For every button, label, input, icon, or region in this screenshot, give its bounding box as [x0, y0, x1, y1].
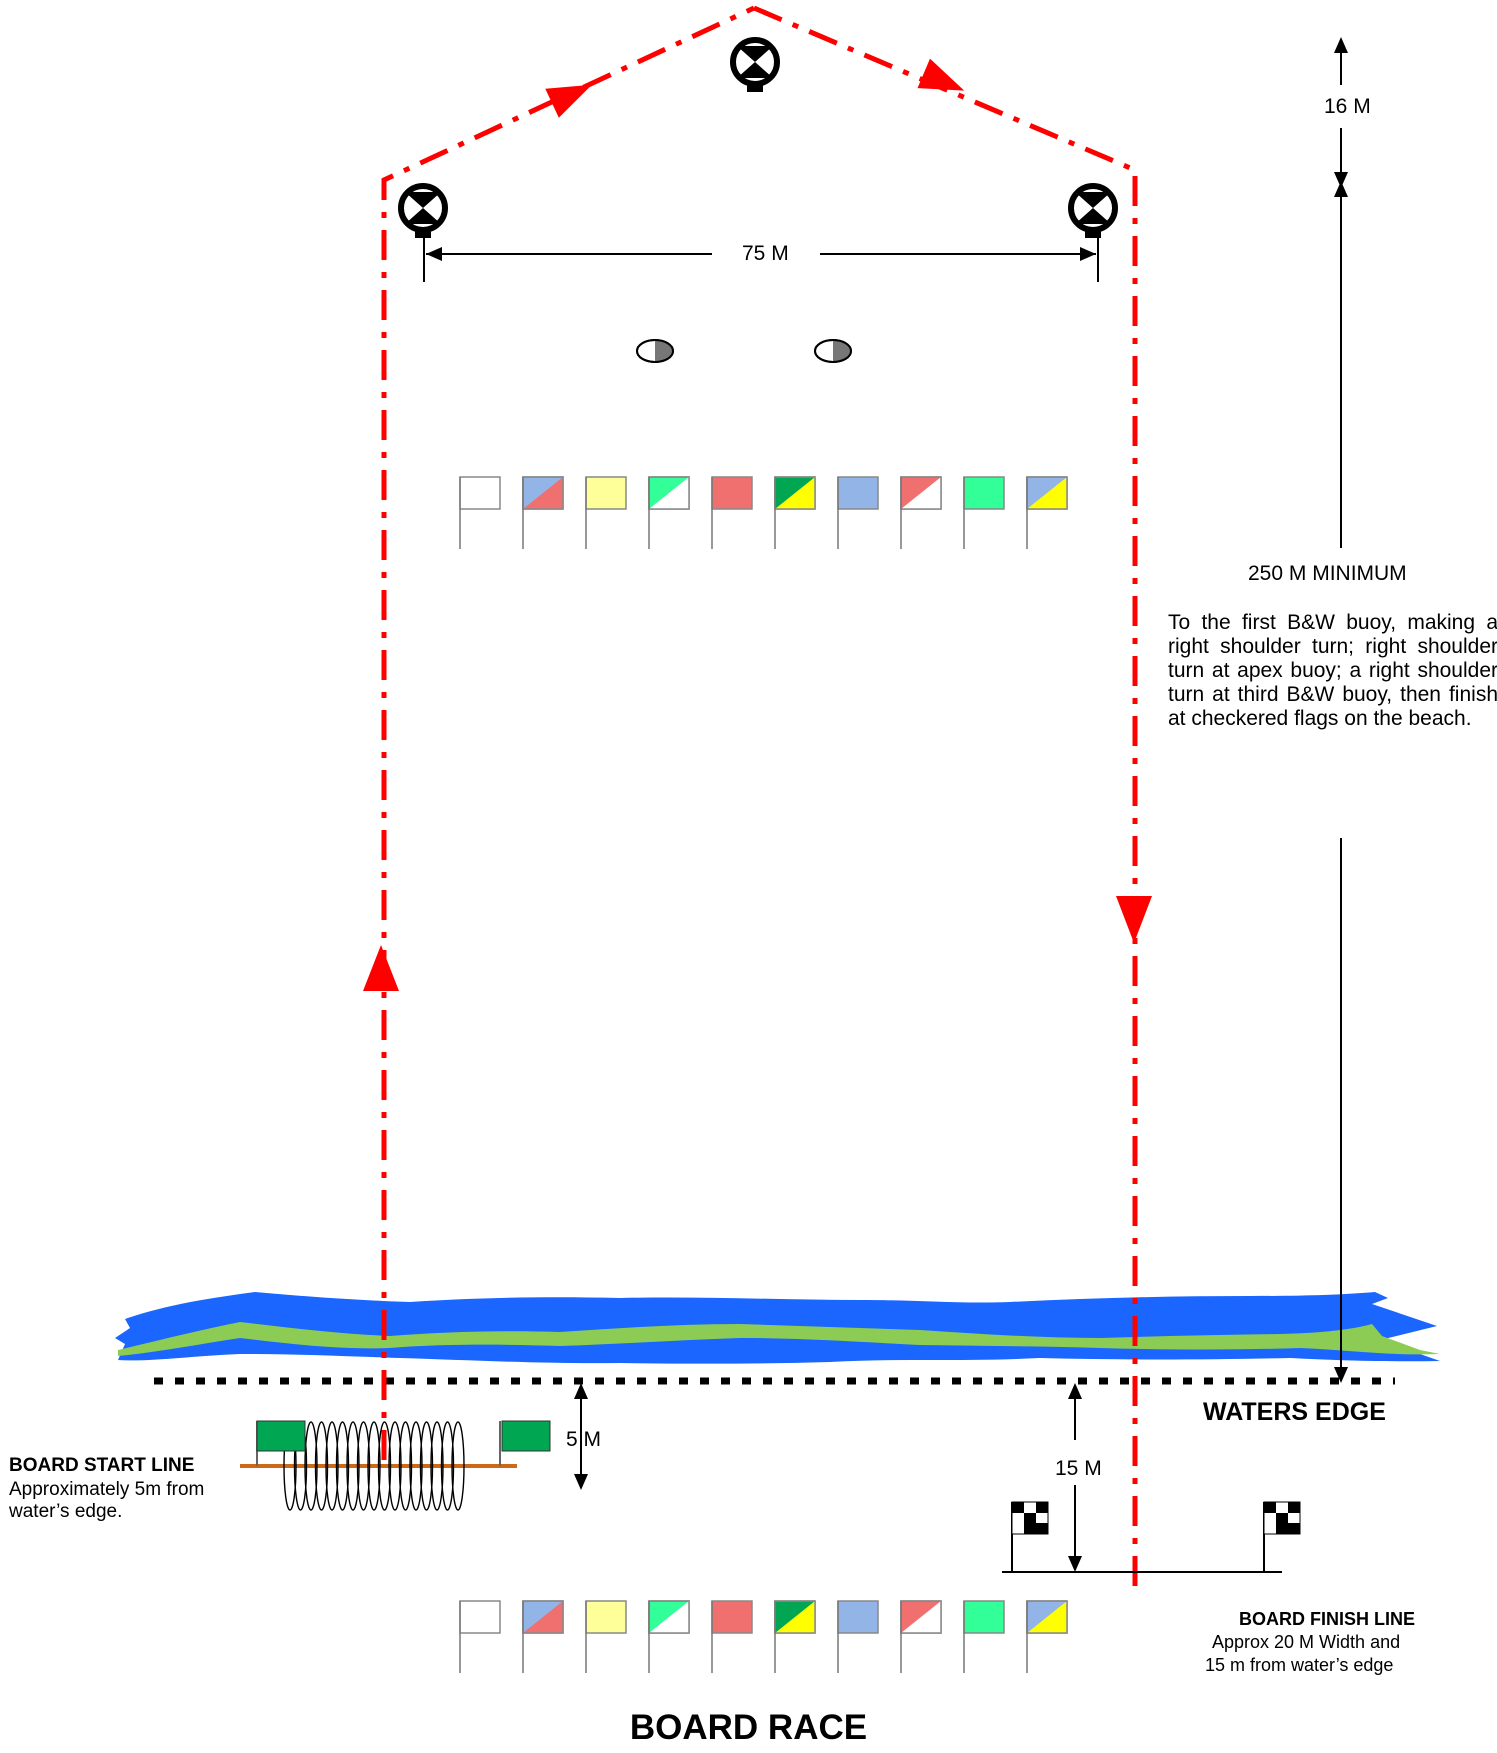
course-length-label: 250 M MINIMUM [1248, 562, 1407, 585]
start-coil [346, 1421, 360, 1511]
start-coil [367, 1421, 381, 1511]
start-coil [314, 1421, 329, 1511]
finish-distance-dimension [1068, 1383, 1082, 1572]
lane-flags-top [459, 476, 1068, 549]
course-line-right [753, 5, 1138, 1590]
start-line-desc-1: Approximately 5m from [9, 1479, 205, 1500]
left-turn-buoy [398, 183, 448, 238]
start-coil [388, 1421, 402, 1511]
checkered-flag-left [1011, 1501, 1049, 1535]
start-coil [430, 1421, 444, 1511]
start-coil [304, 1421, 318, 1511]
start-coil [451, 1421, 465, 1511]
lane-flag [459, 1600, 501, 1673]
lane-flag [1026, 476, 1068, 549]
water-band [115, 1292, 1440, 1364]
arrow-up [363, 945, 399, 991]
lane-flag [837, 476, 879, 549]
start-coil [325, 1421, 339, 1511]
start-coil [398, 1421, 413, 1511]
shore-band [118, 1322, 1440, 1356]
lane-flags-bottom [459, 1600, 1068, 1673]
apex-buoy [730, 37, 780, 92]
page-title: BOARD RACE [629, 1708, 868, 1747]
start-coils [283, 1421, 465, 1511]
start-line [240, 1420, 551, 1511]
start-line-title: BOARD START LINE [9, 1455, 195, 1476]
arrow-apex-down [917, 58, 965, 91]
lane-flag [585, 1600, 627, 1673]
start-coil [419, 1421, 434, 1511]
course-line-left [381, 5, 756, 1460]
start-coil [377, 1421, 392, 1511]
lane-flag [522, 476, 564, 549]
lane-flag [837, 1600, 879, 1673]
finish-line-desc-2: 15 m from water’s edge [1205, 1655, 1394, 1675]
course-path [381, 5, 1138, 1590]
lane-flag [522, 1600, 564, 1673]
lane-flag [585, 476, 627, 549]
lane-flag [900, 476, 942, 549]
start-coil [440, 1421, 455, 1511]
lane-flag [1026, 1600, 1068, 1673]
lane-flag [459, 476, 501, 549]
finish-line-title: BOARD FINISH LINE [1239, 1609, 1416, 1629]
course-description: To the first B&W buoy, making a right sh… [1168, 611, 1497, 730]
checkered-flag-right [1263, 1501, 1301, 1535]
lane-flag [711, 476, 753, 549]
waters-edge-label: WATERS EDGE [1203, 1398, 1386, 1426]
arrow-down [1116, 896, 1152, 943]
width-dimension [423, 233, 1099, 282]
lane-flag [963, 476, 1005, 549]
length-dimension [1334, 37, 1348, 1383]
start-flag-right [501, 1420, 551, 1452]
direction-arrows [363, 58, 1152, 991]
start-flag-left [256, 1420, 306, 1452]
right-turn-buoy [1068, 183, 1118, 238]
lane-flag [900, 1600, 942, 1673]
lane-flag [711, 1600, 753, 1673]
lane-flag [774, 1600, 816, 1673]
finish-line [1002, 1501, 1301, 1573]
lane-flag [648, 476, 690, 549]
arrow-apex-up [545, 84, 592, 118]
apex-offset-label: 16 M [1324, 95, 1371, 118]
lane-flag [774, 476, 816, 549]
lane-flag [648, 1600, 690, 1673]
turn-buoys [398, 37, 1118, 238]
course-width-label: 75 M [742, 242, 789, 265]
start-line-desc-2: water’s edge. [9, 1501, 123, 1522]
half-buoy-left [636, 339, 674, 363]
start-coil [409, 1421, 423, 1511]
start-distance-dimension [574, 1383, 588, 1490]
finish-distance-label: 15 M [1055, 1457, 1102, 1480]
lane-flag [963, 1600, 1005, 1673]
start-distance-label: 5 M [566, 1428, 602, 1451]
start-coil [335, 1421, 350, 1511]
start-coil [356, 1421, 371, 1511]
half-buoy-right [814, 339, 852, 363]
finish-line-desc-1: Approx 20 M Width and [1212, 1632, 1401, 1652]
